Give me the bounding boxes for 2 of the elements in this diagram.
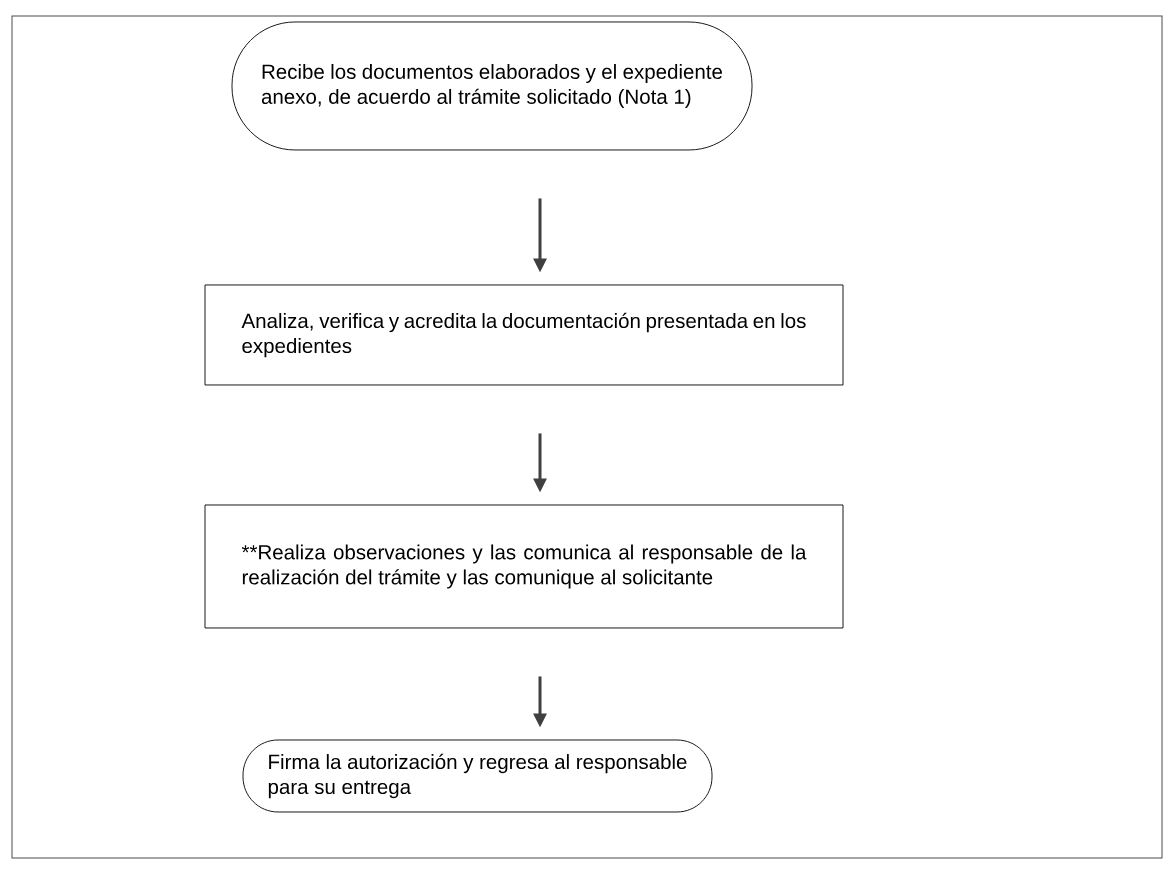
- process-box: **Realiza observaciones y las comunica al responsable de la realización del trámite y las comunique al solicitante: [204, 504, 844, 629]
- process-box: Analiza, verifica y acredita la documentación presentada en los expedientes: [204, 284, 844, 386]
